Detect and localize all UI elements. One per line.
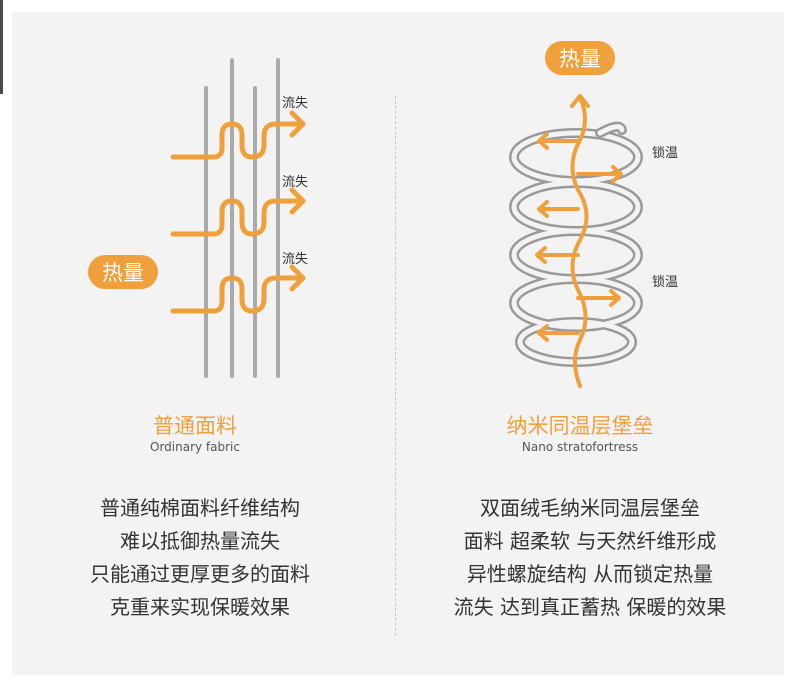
heat-arrow bbox=[173, 278, 303, 311]
heat-arrow bbox=[173, 124, 303, 157]
desc-line: 双面绒毛纳米同温层堡垒 bbox=[425, 492, 755, 525]
desc-line: 只能通过更厚更多的面料 bbox=[50, 558, 350, 591]
heat-label-right: 热量 bbox=[545, 41, 615, 75]
lock-label-1: 锁温 bbox=[652, 142, 678, 161]
loss-label-2: 流失 bbox=[282, 171, 308, 190]
right-description: 双面绒毛纳米同温层堡垒 面料 超柔软 与天然纤维形成 异性螺旋结构 从而锁定热量… bbox=[425, 492, 755, 624]
desc-line: 面料 超柔软 与天然纤维形成 bbox=[425, 525, 755, 558]
desc-line: 流失 达到真正蓄热 保暖的效果 bbox=[425, 591, 755, 624]
right-title: 纳米同温层堡垒 bbox=[480, 410, 680, 440]
heat-arrow bbox=[173, 201, 303, 234]
loss-label-1: 流失 bbox=[282, 92, 308, 111]
center-divider bbox=[395, 96, 396, 636]
desc-line: 克重来实现保暖效果 bbox=[50, 591, 350, 624]
left-title: 普通面料 bbox=[95, 410, 295, 440]
heat-label-left: 热量 bbox=[88, 255, 158, 289]
left-description: 普通纯棉面料纤维结构 难以抵御热量流失 只能通过更厚更多的面料 克重来实现保暖效… bbox=[50, 492, 350, 624]
loss-label-3: 流失 bbox=[282, 248, 308, 267]
desc-line: 难以抵御热量流失 bbox=[50, 525, 350, 558]
desc-line: 普通纯棉面料纤维结构 bbox=[50, 492, 350, 525]
right-subtitle: Nano stratofortress bbox=[480, 440, 680, 454]
heat-loss-arrows bbox=[173, 124, 303, 311]
desc-line: 异性螺旋结构 从而锁定热量 bbox=[425, 558, 755, 591]
left-subtitle: Ordinary fabric bbox=[95, 440, 295, 454]
lock-label-2: 锁温 bbox=[652, 271, 678, 290]
